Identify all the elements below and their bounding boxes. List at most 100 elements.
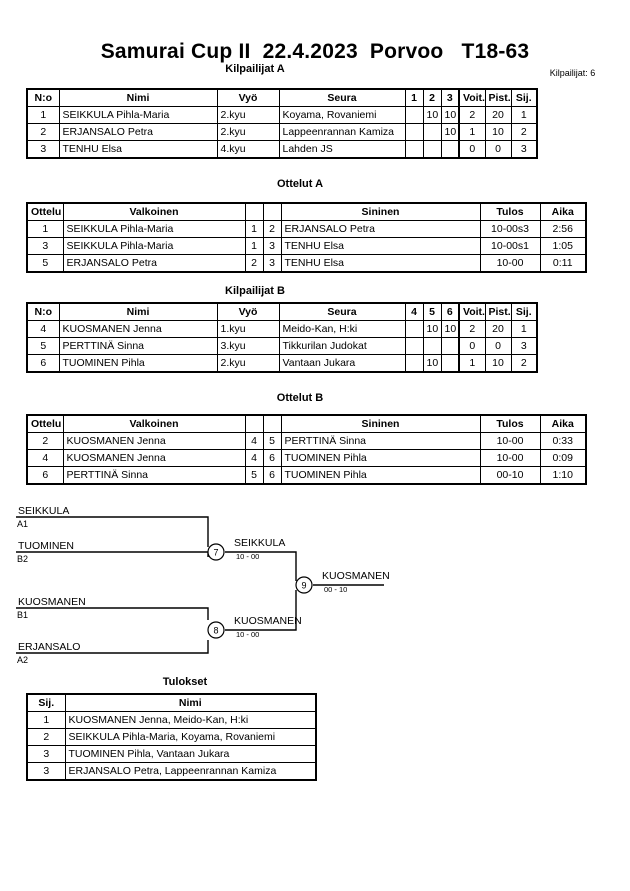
col-match-no: Ottelu — [26, 202, 64, 221]
cell-match-no: 5 — [26, 254, 64, 273]
cell-result: 10-00 — [479, 449, 541, 467]
cell-no: 5 — [26, 337, 60, 355]
cell-match-6: 10 — [440, 320, 460, 338]
table-row: 3 SEIKKULA Pihla-Maria 1 3 TENHU Elsa 10… — [26, 237, 587, 255]
elimination-bracket: SEIKKULA A1 TUOMINEN B2 KUOSMANEN B1 ERJ… — [0, 495, 630, 670]
table-row: 3 ERJANSALO Petra, Lappeenrannan Kamiza — [26, 762, 317, 781]
cell-blue-num: 6 — [262, 466, 282, 485]
cell-blue: TENHU Elsa — [280, 254, 481, 273]
cell-rank: 2 — [510, 354, 538, 373]
cell-wins: 0 — [458, 140, 486, 159]
table-row: 3 TENHU Elsa 4.kyu Lahden JS 0 0 3 — [26, 140, 538, 159]
cell-time: 1:05 — [539, 237, 587, 255]
cell-time: 0:09 — [539, 449, 587, 467]
col-match-5: 5 — [422, 302, 442, 321]
cell-name: TUOMINEN Pihla, Vantaan Jukara — [64, 745, 317, 763]
col-white-num — [244, 414, 264, 433]
table-row: 5 PERTTINÄ Sinna 3.kyu Tikkurilan Judoka… — [26, 337, 538, 355]
section-caption-results: Tulokset — [162, 676, 208, 688]
cell-match-2 — [422, 140, 442, 159]
cell-match-5: 10 — [422, 354, 442, 373]
cell-white: SEIKKULA Pihla-Maria — [62, 237, 246, 255]
bracket-line-sf8-bottom — [16, 640, 209, 654]
matches-a-table: Ottelu Valkoinen Sininen Tulos Aika 1 SE… — [26, 202, 587, 273]
cell-blue-num: 2 — [262, 220, 282, 238]
col-blue: Sininen — [280, 414, 481, 433]
cell-result: 00-10 — [479, 466, 541, 485]
cell-name: SEIKKULA Pihla-Maria, Koyama, Rovaniemi — [64, 728, 317, 746]
section-caption-matches-b: Ottelut B — [276, 392, 324, 404]
cell-wins: 1 — [458, 354, 486, 373]
cell-points: 0 — [484, 140, 512, 159]
bracket-line-sf8-out — [225, 590, 297, 631]
cell-white: ERJANSALO Petra — [62, 254, 246, 273]
bracket-entrant-name: TUOMINEN — [18, 540, 74, 552]
cell-result: 10-00s3 — [479, 220, 541, 238]
cell-club: Vantaan Jukara — [278, 354, 406, 373]
col-blue-num — [262, 202, 282, 221]
cell-blue-num: 3 — [262, 237, 282, 255]
cell-points: 20 — [484, 106, 512, 124]
col-white-num — [244, 202, 264, 221]
cell-no: 4 — [26, 320, 60, 338]
cell-match-4 — [404, 320, 424, 338]
table-row: 1 KUOSMANEN Jenna, Meido-Kan, H:ki — [26, 711, 317, 729]
bracket-entrant-seed: A2 — [17, 655, 28, 665]
col-blue-num — [262, 414, 282, 433]
cell-match-2: 10 — [422, 106, 442, 124]
cell-match-no: 2 — [26, 432, 64, 450]
cell-white-num: 5 — [244, 466, 264, 485]
cell-name: ERJANSALO Petra — [58, 123, 218, 141]
col-time: Aika — [539, 414, 587, 433]
cell-match-4 — [404, 354, 424, 373]
cell-blue: TUOMINEN Pihla — [280, 449, 481, 467]
bracket-winner-name: SEIKKULA — [234, 537, 285, 549]
table-row: 6 PERTTINÄ Sinna 5 6 TUOMINEN Pihla 00-1… — [26, 466, 587, 485]
cell-club: Lappeenrannan Kamiza — [278, 123, 406, 141]
table-row: 4 KUOSMANEN Jenna 1.kyu Meido-Kan, H:ki … — [26, 320, 538, 338]
cell-belt: 3.kyu — [216, 337, 280, 355]
pool-b-table: N:o Nimi Vyö Seura 4 5 6 Voit. Pist. Sij… — [26, 302, 538, 373]
table-row: 5 ERJANSALO Petra 2 3 TENHU Elsa 10-00 0… — [26, 254, 587, 273]
cell-match-3: 10 — [440, 106, 460, 124]
cell-rank: 3 — [510, 337, 538, 355]
bracket-score: 10 - 00 — [236, 630, 259, 639]
results-table: Sij. Nimi 1 KUOSMANEN Jenna, Meido-Kan, … — [26, 693, 317, 781]
cell-white: KUOSMANEN Jenna — [62, 432, 246, 450]
col-wins: Voit. — [458, 302, 486, 321]
cell-name: SEIKKULA Pihla-Maria — [58, 106, 218, 124]
col-belt: Vyö — [216, 88, 280, 107]
col-result: Tulos — [479, 414, 541, 433]
cell-match-4 — [404, 337, 424, 355]
cell-white: PERTTINÄ Sinna — [62, 466, 246, 485]
matches-b-table: Ottelu Valkoinen Sininen Tulos Aika 2 KU… — [26, 414, 587, 485]
cell-match-no: 6 — [26, 466, 64, 485]
col-match-2: 2 — [422, 88, 442, 107]
col-rank: Sij. — [26, 693, 66, 712]
bracket-match-number: 8 — [213, 626, 218, 636]
cell-club: Meido-Kan, H:ki — [278, 320, 406, 338]
cell-belt: 2.kyu — [216, 354, 280, 373]
table-header-row: Ottelu Valkoinen Sininen Tulos Aika — [26, 202, 587, 221]
bracket-entrant-name: SEIKKULA — [18, 505, 69, 517]
col-club: Seura — [278, 302, 406, 321]
cell-points: 10 — [484, 123, 512, 141]
cell-belt: 1.kyu — [216, 320, 280, 338]
bracket-match-node-7 — [207, 543, 225, 561]
cell-club: Tikkurilan Judokat — [278, 337, 406, 355]
bracket-score: 10 - 00 — [236, 552, 259, 561]
col-white: Valkoinen — [62, 202, 246, 221]
cell-result: 10-00s1 — [479, 237, 541, 255]
cell-rank: 3 — [510, 140, 538, 159]
table-row: 1 SEIKKULA Pihla-Maria 1 2 ERJANSALO Pet… — [26, 220, 587, 238]
table-row: 2 ERJANSALO Petra 2.kyu Lappeenrannan Ka… — [26, 123, 538, 141]
cell-no: 6 — [26, 354, 60, 373]
col-no: N:o — [26, 88, 60, 107]
col-wins: Voit. — [458, 88, 486, 107]
cell-match-no: 1 — [26, 220, 64, 238]
table-row: 2 SEIKKULA Pihla-Maria, Koyama, Rovaniem… — [26, 728, 317, 746]
table-row: 6 TUOMINEN Pihla 2.kyu Vantaan Jukara 10… — [26, 354, 538, 373]
cell-points: 0 — [484, 337, 512, 355]
bracket-entrant-name: ERJANSALO — [18, 641, 80, 653]
cell-points: 10 — [484, 354, 512, 373]
